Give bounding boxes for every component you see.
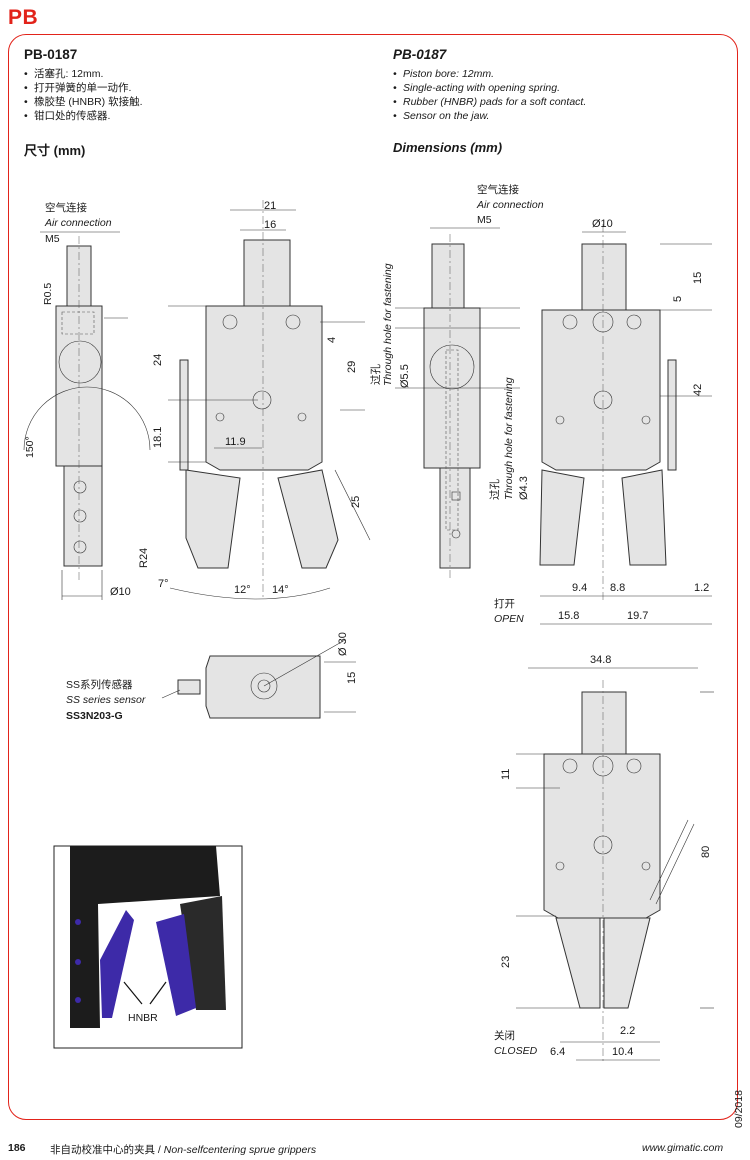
open-zh: 打开 (494, 598, 515, 610)
closed-zh: 关闭 (494, 1030, 515, 1042)
dim-80: 80 (700, 845, 712, 858)
dia-10-left: Ø10 (110, 586, 131, 598)
dim-25: 25 (350, 495, 362, 508)
dim-19-7: 19.7 (627, 610, 649, 622)
port-m5-left: M5 (45, 233, 60, 245)
feature-en-1: Piston bore: 12mm. (393, 67, 586, 81)
angle-14: 14° (272, 584, 289, 596)
dim-1-2: 1.2 (694, 582, 710, 594)
footer-title: 非自动校准中心的夹具 / Non-selfcentering sprue gri… (50, 1142, 316, 1157)
feature-zh-1: 活塞孔: 12mm. (24, 67, 143, 81)
top-view (161, 639, 356, 719)
air-connection-en-right: Air connection (477, 199, 544, 211)
dimensions-heading-en: Dimensions (mm) (393, 140, 503, 155)
feature-zh-4: 钳口处的传感器. (24, 109, 143, 123)
dim-11-9: 11.9 (225, 436, 246, 448)
air-connection-en: Air connection (45, 217, 112, 229)
dim-42: 42 (692, 383, 704, 396)
dim-5: 5 (672, 295, 684, 302)
dia-30: Ø 30 (337, 632, 349, 656)
dim-15-8: 15.8 (558, 610, 580, 622)
footer-title-en: Non-selfcentering sprue grippers (163, 1144, 317, 1156)
dim-29: 29 (346, 360, 358, 373)
footer-title-zh: 非自动校准中心的夹具 (50, 1144, 155, 1156)
radius-r24: R24 (138, 547, 150, 568)
through-hole-zh-1: 过孔 (370, 364, 382, 385)
angle-7: 7° (158, 578, 169, 590)
features-zh: 活塞孔: 12mm. 打开弹簧的单一动作. 橡胶垫 (HNBR) 软接触. 钳口… (24, 67, 143, 123)
features-en: Piston bore: 12mm. Single-acting with op… (393, 67, 586, 123)
footer-date: 09/2018 (733, 1090, 745, 1128)
sensor-zh: SS系列传感器 (66, 679, 133, 691)
hnbr-label: HNBR (128, 1012, 158, 1024)
closed-en: CLOSED (494, 1045, 538, 1057)
dim-23: 23 (500, 955, 512, 968)
dim-18-1: 18.1 (152, 426, 164, 448)
dia-4-3: Ø4.3 (518, 476, 530, 500)
dim-10-4: 10.4 (612, 1046, 634, 1058)
dia-10-top: Ø10 (592, 218, 613, 230)
dim-6-4: 6.4 (550, 1046, 566, 1058)
through-hole-en-1: Through hole for fastening (382, 263, 394, 386)
dia-5-5: Ø5.5 (399, 364, 411, 388)
feature-zh-3: 橡胶垫 (HNBR) 软接触. (24, 95, 143, 109)
air-connection-zh: 空气连接 (45, 202, 87, 214)
footer-separator: / (155, 1144, 164, 1156)
feature-zh-2: 打开弹簧的单一动作. (24, 81, 143, 95)
feature-en-3: Rubber (HNBR) pads for a soft contact. (393, 95, 586, 109)
dim-2-2: 2.2 (620, 1025, 636, 1037)
dim-34-8: 34.8 (590, 654, 612, 666)
through-hole-zh-2: 过孔 (489, 479, 501, 500)
feature-en-4: Sensor on the jaw. (393, 109, 586, 123)
dim-15: 15 (692, 271, 704, 284)
air-connection-zh-right: 空气连接 (477, 184, 519, 196)
dim-16: 16 (264, 219, 277, 231)
front-view-closed (516, 667, 714, 1062)
dim-4: 4 (326, 336, 338, 343)
footer-url[interactable]: www.gimatic.com (642, 1142, 724, 1154)
series-label: PB (8, 6, 39, 29)
model-title-zh: PB-0187 (24, 47, 78, 62)
port-m5-right: M5 (477, 214, 492, 226)
feature-en-2: Single-acting with opening spring. (393, 81, 586, 95)
dim-24: 24 (152, 353, 164, 366)
model-title-en: PB-0187 (393, 47, 447, 62)
radius-r05: R0.5 (42, 282, 54, 305)
page-number: 186 (8, 1142, 26, 1154)
product-photo (53, 845, 243, 1049)
side-view-left (23, 231, 151, 600)
dim-15-top: 15 (346, 671, 358, 684)
angle-150: 150° (24, 436, 36, 458)
dim-21: 21 (264, 200, 277, 212)
open-en: OPEN (494, 613, 524, 625)
front-view-right (539, 224, 712, 625)
sensor-en: SS series sensor (66, 694, 146, 706)
through-hole-en-2: Through hole for fastening (503, 377, 515, 500)
dim-9-4: 9.4 (572, 582, 588, 594)
dim-11: 11 (500, 768, 512, 780)
dim-8-8: 8.8 (610, 582, 626, 594)
dimensions-heading-zh: 尺寸 (mm) (24, 143, 86, 158)
side-section (395, 227, 520, 580)
front-view-open (168, 200, 371, 600)
page-frame (8, 34, 738, 1120)
angle-12: 12° (234, 584, 251, 596)
sensor-code: SS3N203-G (66, 710, 123, 722)
